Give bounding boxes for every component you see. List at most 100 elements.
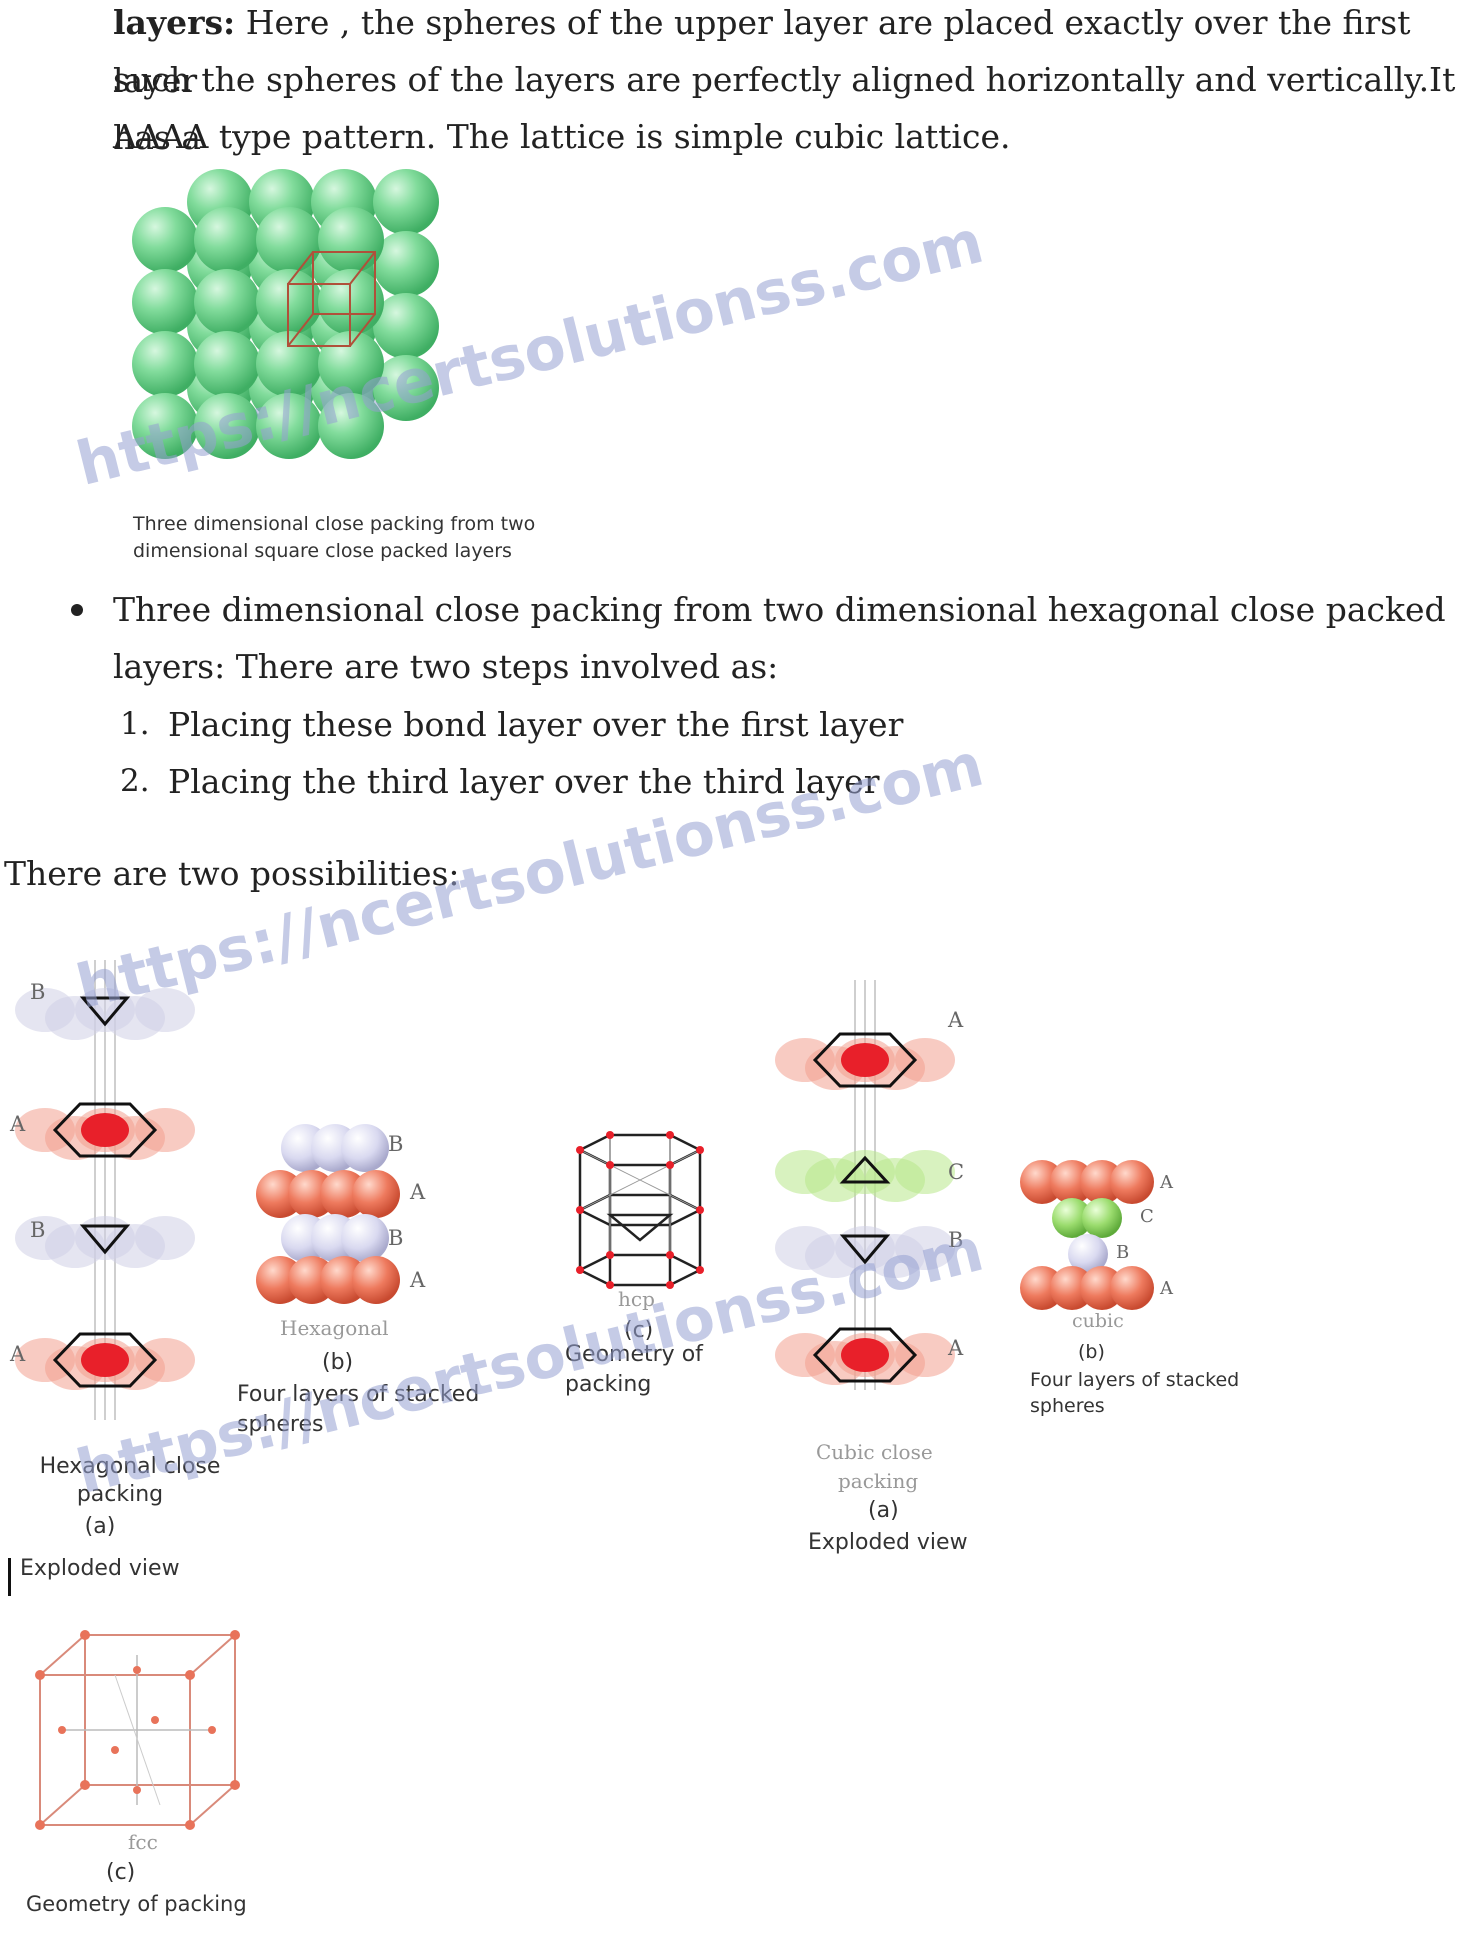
hexagon-outline: [52, 1332, 158, 1388]
hcp-geometry-caption-4: packing: [565, 1372, 652, 1397]
sphere: [341, 1214, 389, 1262]
ccp-stack-label-2: C: [1140, 1206, 1154, 1227]
sphere: [341, 1124, 389, 1172]
sphere: [318, 393, 384, 459]
hcp-exploded-caption-2: packing: [76, 1482, 164, 1507]
ccp-stacked-spheres-figure: [1020, 1160, 1154, 1310]
hcp-stack-caption-4: spheres: [237, 1412, 324, 1437]
sphere: [132, 393, 198, 459]
ccp-exploded-view-figure: [775, 980, 955, 1390]
fcc-geometry-caption-2: (c): [106, 1860, 136, 1885]
sphere: [373, 355, 439, 421]
hexagon-outline: [812, 1327, 918, 1383]
text-cursor: [8, 1558, 11, 1596]
hcp-exploded-view-figure: [15, 960, 195, 1420]
ccp-stack-caption-1: cubic: [1072, 1310, 1124, 1332]
hcp-exploded-caption-1: Hexagonal close: [39, 1454, 221, 1479]
step-2-text: Placing the third layer over the third l…: [168, 762, 880, 801]
ccp-stack-label-3: B: [1116, 1242, 1130, 1263]
sphere: [352, 1170, 400, 1218]
sphere: [194, 331, 260, 397]
sphere: [135, 1108, 195, 1152]
sphere: [1068, 1234, 1108, 1274]
ccp-layer-label-3: B: [948, 1228, 964, 1252]
sphere: [132, 207, 198, 273]
hcp-stack-label-4: A: [410, 1268, 426, 1292]
hcp-stacked-spheres-figure: [256, 1124, 400, 1304]
ccp-exploded-caption-2: packing: [838, 1469, 919, 1493]
possibilities-text: There are two possibilities:: [4, 854, 460, 893]
intro-line-3: AAAA type pattern. The lattice is simple…: [113, 117, 1011, 156]
fcc-geometry-caption-3: Geometry of packing: [26, 1892, 247, 1916]
simple-cubic-spheres-figure: [132, 169, 439, 459]
fig1-caption-1: Three dimensional close packing from two: [133, 513, 536, 535]
sphere: [1110, 1160, 1154, 1204]
intro-bold-term: layers:: [113, 3, 236, 42]
ccp-stack-label-4: A: [1160, 1278, 1173, 1299]
sphere: [256, 207, 322, 273]
sphere: [132, 269, 198, 335]
hcp-exploded-caption-3: (a): [84, 1514, 116, 1539]
sphere: [132, 331, 198, 397]
hcp-geometry-caption-2: (c): [624, 1318, 654, 1343]
bullet-dot: [71, 604, 83, 616]
step-2-number: 2.: [120, 763, 150, 799]
center-sphere: [841, 1043, 889, 1077]
step-1-text: Placing these bond layer over the first …: [168, 705, 904, 744]
hcp-stack-label-2: A: [410, 1180, 426, 1204]
hcp-layer-label-2: A: [10, 1112, 26, 1136]
triangle-outline: [839, 1234, 891, 1265]
ccp-layer-label-1: A: [948, 1008, 964, 1032]
fig1-caption-2: dimensional square close packed layers: [133, 540, 512, 562]
hcp-stack-label-3: B: [388, 1226, 404, 1250]
sphere: [895, 1150, 955, 1194]
hexagon-outline: [52, 1102, 158, 1158]
sphere: [373, 231, 439, 297]
sphere: [194, 207, 260, 273]
sphere: [135, 1338, 195, 1382]
ccp-layer-label-2: C: [948, 1160, 965, 1184]
triangle-outline: [79, 996, 131, 1027]
hcp-stack-caption-3: Four layers of stacked: [237, 1382, 480, 1407]
triangle-outline: [839, 1155, 891, 1184]
ccp-stack-caption-2: (b): [1078, 1341, 1105, 1363]
hcp-layer-label-3: B: [30, 1218, 46, 1242]
sphere: [256, 331, 322, 397]
bullet-line-1: Three dimensional close packing from two…: [113, 590, 1446, 629]
sphere: [895, 1226, 955, 1270]
sphere: [373, 169, 439, 235]
ccp-stack-caption-3: Four layers of stacked: [1030, 1369, 1240, 1391]
fcc-geometry-caption-1: fcc: [128, 1830, 158, 1854]
sphere: [1052, 1198, 1092, 1238]
ccp-stack-label-1: A: [1160, 1172, 1173, 1193]
ccp-exploded-caption-3: (a): [868, 1498, 899, 1523]
sphere: [135, 988, 195, 1032]
hcp-layer-label-1: B: [30, 980, 46, 1004]
sphere: [194, 393, 260, 459]
hcp-geometry-caption-1: hcp: [618, 1287, 655, 1311]
ccp-layer-label-4: A: [948, 1336, 964, 1360]
hcp-layer-label-4: A: [10, 1342, 26, 1366]
sphere: [135, 1216, 195, 1260]
intro-text-1: Here , the spheres of the upper layer ar…: [113, 3, 1411, 100]
sphere: [895, 1333, 955, 1377]
hcp-exploded-caption-4: Exploded view: [20, 1556, 180, 1581]
hcp-geometry-caption-3: Geometry of: [565, 1342, 703, 1367]
center-sphere: [81, 1113, 129, 1147]
intro-line-1: layers: Here , the spheres of the upper …: [113, 0, 1473, 110]
hcp-geometry-figure: [576, 1131, 704, 1289]
triangle-outline: [79, 1224, 131, 1255]
hcp-stack-caption-2: (b): [322, 1350, 354, 1375]
intro-line-2: such the spheres of the layers are perfe…: [113, 60, 1456, 157]
ccp-stack-caption-4: spheres: [1030, 1395, 1105, 1417]
center-sphere: [841, 1338, 889, 1372]
sphere: [318, 331, 384, 397]
fcc-geometry-figure: [35, 1630, 240, 1830]
ccp-exploded-caption-4: Exploded view: [808, 1530, 968, 1555]
sphere: [318, 207, 384, 273]
sphere: [256, 393, 322, 459]
bullet-line-2: layers: There are two steps involved as:: [113, 647, 779, 686]
hcp-stack-caption-1: Hexagonal: [280, 1316, 389, 1340]
hexagon-outline: [812, 1032, 918, 1088]
sphere: [895, 1038, 955, 1082]
